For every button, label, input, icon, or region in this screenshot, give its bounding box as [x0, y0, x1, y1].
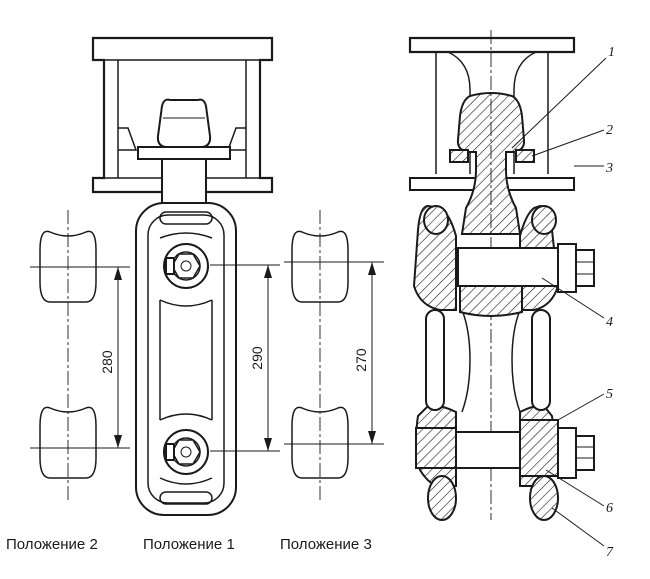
position-2-rollers — [30, 210, 130, 500]
lower-bolt — [415, 419, 595, 479]
dimension-label-position-1: 290 — [249, 346, 265, 370]
callout-4: 4 — [606, 315, 613, 330]
caption-position-3: Положение 3 — [280, 536, 372, 553]
caption-position-2: Положение 2 — [6, 536, 98, 553]
dimension-label-position-3: 270 — [353, 348, 369, 372]
callout-1: 1 — [608, 45, 615, 60]
link-plate — [135, 202, 237, 516]
callout-2: 2 — [606, 123, 613, 138]
section-view: 1 2 3 4 5 6 7 — [408, 30, 615, 560]
rail-head — [137, 98, 231, 206]
callout-6: 6 — [606, 501, 613, 516]
caption-position-1: Положение 1 — [143, 536, 235, 553]
callout-5: 5 — [606, 387, 613, 402]
front-view: 290 280 270 — [30, 36, 384, 516]
dimension-label-position-2: 280 — [99, 350, 115, 374]
upper-bolt — [457, 243, 595, 293]
position-3-rollers — [284, 210, 384, 500]
leader-lines — [511, 57, 607, 547]
rail-section — [449, 92, 535, 235]
callout-7: 7 — [606, 545, 614, 560]
dimension-position-1 — [210, 264, 280, 452]
callout-3: 3 — [605, 161, 613, 176]
